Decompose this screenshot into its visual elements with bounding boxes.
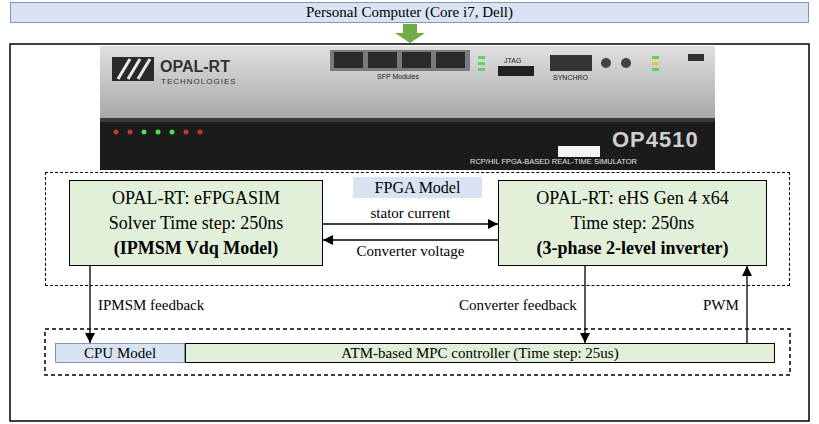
signal-label: Converter feedback	[457, 296, 579, 314]
region-heading: FPGA Model	[353, 177, 483, 198]
device-label: JTAG	[504, 56, 521, 65]
node-text: (3-phase 2-level inverter)	[537, 236, 729, 261]
signal-label: Converter voltage	[355, 242, 467, 260]
down-arrow	[395, 24, 425, 43]
simulator-photo	[100, 46, 715, 170]
usb-port	[688, 54, 704, 61]
device-label: SFP Modules	[377, 72, 419, 81]
panel-led	[156, 130, 161, 135]
process-box: OPAL-RT: eFPGASIMSolver Time step: 250ns…	[69, 180, 323, 266]
panel-led	[128, 130, 133, 135]
sfp-port	[402, 52, 431, 68]
fpga-region: FPGA Model OPAL-RT: eFPGASIMSolver Time s…	[45, 172, 790, 286]
sfp-port	[436, 52, 465, 68]
device-front	[100, 118, 715, 170]
sfp-port	[334, 52, 363, 68]
node-text: ATM-based MPC controller (Time step: 25u…	[341, 344, 618, 362]
node-text: Solver Time step: 250ns	[109, 211, 284, 236]
node-text: OPAL-RT: eFPGASIM	[112, 186, 280, 211]
synchro-port	[550, 55, 592, 71]
signal-label: stator current	[369, 204, 453, 222]
node-text: (IPMSM Vdq Model)	[114, 236, 279, 261]
panel-led	[170, 130, 175, 135]
status-led	[652, 56, 659, 59]
signal-arrow	[89, 266, 90, 343]
signal-arrow	[746, 266, 747, 343]
synchro-jack	[601, 58, 611, 68]
signal-arrow	[584, 266, 585, 343]
signal-arrow	[323, 223, 498, 224]
logo-stripes	[118, 59, 150, 79]
cpu-model-box: CPU Model	[55, 343, 185, 363]
node-text: Personal Computer (Core i7, Dell)	[306, 3, 513, 22]
jtag-port	[498, 66, 534, 76]
sfp-port	[368, 52, 397, 68]
panel-led	[198, 130, 203, 135]
status-led	[652, 62, 659, 65]
device-label: RCP/HIL FPGA-BASED REAL-TIME SIMULATOR	[470, 157, 637, 167]
status-led	[478, 62, 485, 65]
device-label: OP4510	[612, 128, 699, 152]
node-text: OPAL-RT: eHS Gen 4 x64	[536, 186, 728, 211]
outer-frame	[10, 44, 809, 421]
status-led	[478, 68, 485, 71]
signal-label: PWM	[701, 296, 741, 314]
device-label: SYNCHRO	[553, 73, 588, 82]
status-led	[478, 56, 485, 59]
device-label: OPAL-RT	[160, 58, 230, 76]
node-text: CPU Model	[84, 344, 156, 362]
signal-arrow	[323, 239, 498, 240]
panel-led	[114, 130, 119, 135]
panel-led	[184, 130, 189, 135]
node-text: Time step: 250ns	[571, 211, 694, 236]
panel-led	[142, 130, 147, 135]
synchro-jack	[621, 58, 631, 68]
status-led	[652, 68, 659, 71]
device-label: TECHNOLOGIES	[161, 77, 237, 87]
cpu-region	[45, 329, 790, 375]
signal-label: IPMSM feedback	[96, 296, 206, 314]
process-box: OPAL-RT: eHS Gen 4 x64Time step: 250ns(3…	[498, 180, 767, 266]
sfp-panel	[330, 50, 470, 71]
barcode-sticker	[558, 146, 600, 157]
device-edge	[100, 118, 715, 122]
device-top	[100, 46, 715, 118]
host-band: Personal Computer (Core i7, Dell)	[10, 2, 809, 23]
logo-mark	[112, 57, 154, 81]
controller-box: ATM-based MPC controller (Time step: 25u…	[185, 343, 775, 363]
